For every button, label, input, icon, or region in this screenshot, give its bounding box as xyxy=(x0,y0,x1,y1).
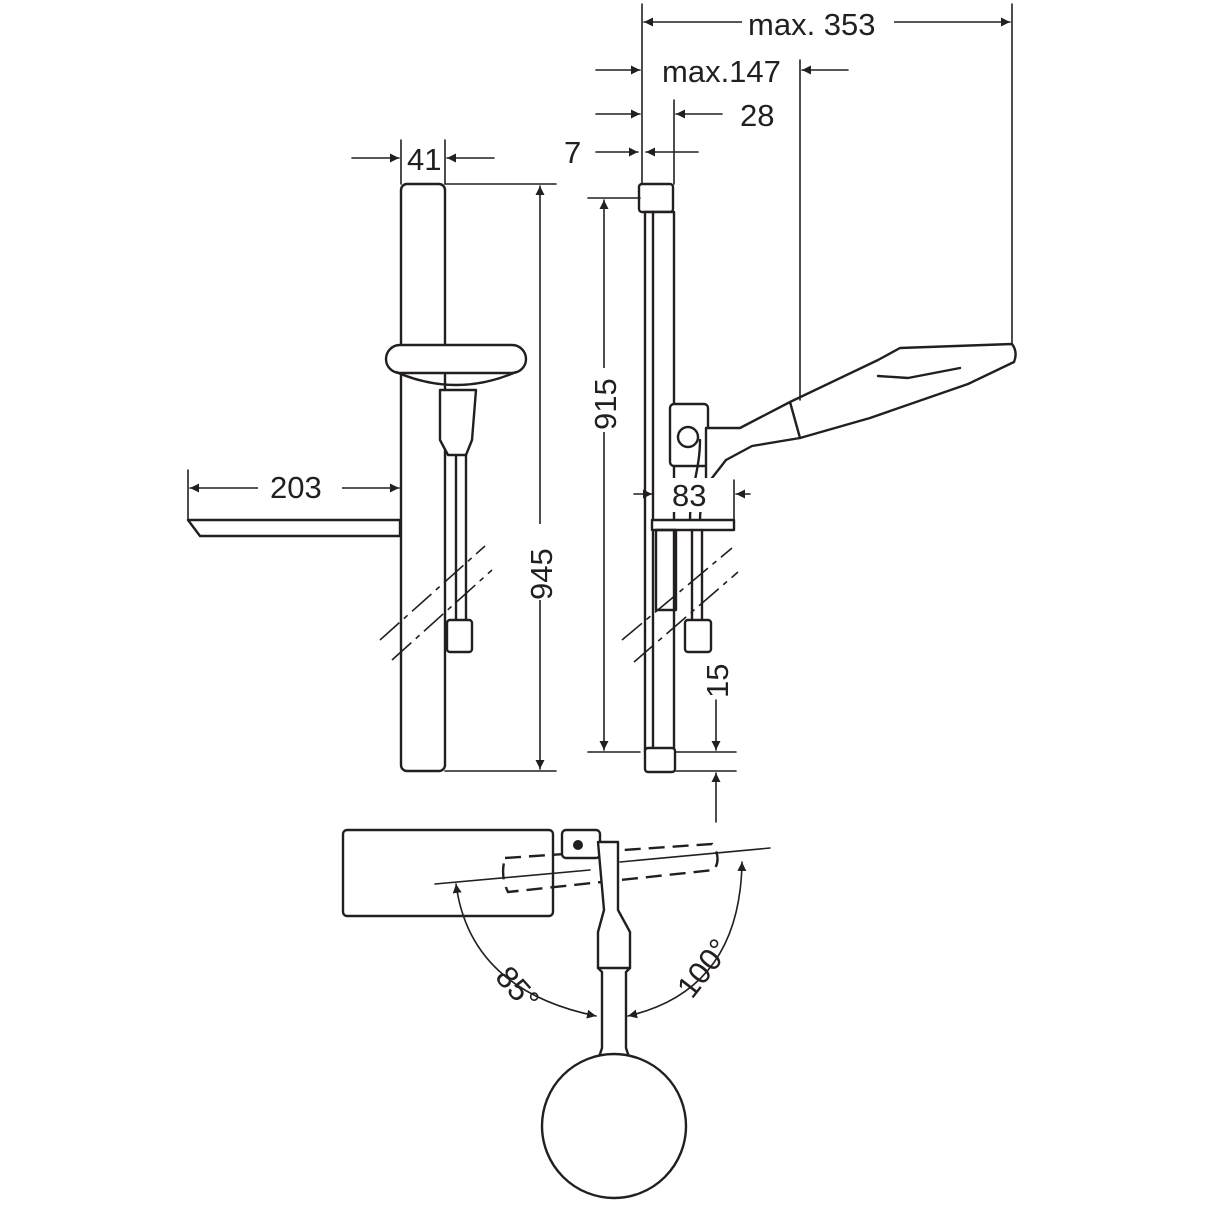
side-hose-connector xyxy=(683,618,713,654)
side-bottom-bracket xyxy=(643,746,677,774)
top-holder-knob xyxy=(573,840,583,850)
label-41: 41 xyxy=(407,142,441,177)
label-203: 203 xyxy=(270,470,322,505)
front-rail xyxy=(399,182,447,773)
label-max-353: max. 353 xyxy=(748,7,876,42)
top-view xyxy=(341,828,771,1200)
side-slider-knob xyxy=(676,425,700,449)
label-83: 83 xyxy=(672,478,706,513)
side-shelf-support xyxy=(654,528,678,612)
angle-arc-85 xyxy=(452,883,597,1019)
side-break-lines xyxy=(621,547,739,663)
front-view xyxy=(186,182,528,773)
label-100-degrees: 100° xyxy=(670,932,737,1004)
top-angle-ref-right xyxy=(619,847,771,863)
label-85-degrees: 85° xyxy=(489,959,546,1017)
side-view xyxy=(621,182,1017,774)
side-shelf xyxy=(650,518,736,532)
front-shower-head xyxy=(384,343,528,375)
side-top-bracket xyxy=(637,182,675,214)
label-max-147: max.147 xyxy=(662,54,781,89)
top-angle-ref-left xyxy=(434,869,591,885)
front-hose-connector xyxy=(445,618,474,654)
front-holder xyxy=(438,388,478,457)
angle-arc-100 xyxy=(627,861,747,1019)
dimension-labels: max. 353 max.147 28 7 41 945 915 203 83 … xyxy=(258,6,894,1018)
top-dashed-position xyxy=(501,842,719,894)
label-7: 7 xyxy=(564,135,581,170)
label-28: 28 xyxy=(740,98,774,133)
front-shower-face xyxy=(394,370,518,387)
side-hand-shower-band xyxy=(788,400,802,440)
label-15: 15 xyxy=(700,664,735,698)
side-hand-shower-grip xyxy=(876,366,962,380)
label-915: 915 xyxy=(588,378,623,430)
top-wall-block xyxy=(341,828,555,918)
front-hose xyxy=(454,438,468,622)
side-hand-shower xyxy=(704,342,1017,502)
front-shelf xyxy=(186,518,402,538)
front-break-lines xyxy=(379,545,493,661)
label-945: 945 xyxy=(524,548,559,600)
top-shower-head xyxy=(540,1052,688,1200)
